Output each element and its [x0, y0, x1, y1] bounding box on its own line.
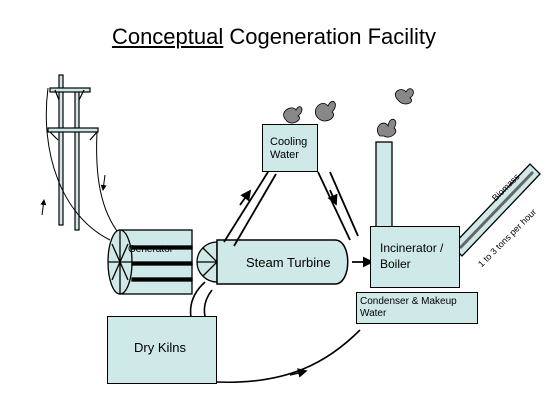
- condenser-label: Condenser & Makeup Water: [360, 296, 457, 319]
- dry-kilns-box: [107, 316, 217, 384]
- dry-kilns-label: Dry Kilns: [134, 340, 187, 355]
- generator-label: Generator: [128, 244, 174, 255]
- steam-turbine-label: Steam Turbine: [246, 255, 331, 270]
- transmission-lines: [40, 87, 121, 241]
- steam-turbine-body: [216, 239, 349, 285]
- incinerator-box: [370, 226, 460, 288]
- generator-icon: [107, 229, 193, 295]
- power-pole-icon: [47, 74, 99, 231]
- title-underlined: Conceptual: [111, 24, 224, 49]
- cooling-water-box: [262, 124, 318, 172]
- title-rest: Cogeneration Facility: [223, 24, 437, 49]
- smoke-icon: [283, 88, 414, 138]
- page-title: Conceptual Cogeneration Facility: [0, 24, 548, 50]
- cooling-water-label: Cooling Water: [270, 136, 308, 161]
- condenser-box: [356, 292, 478, 324]
- incinerator-label: Incinerator / Boiler: [380, 241, 444, 271]
- smokestack: [375, 141, 393, 235]
- steam-pipes: [223, 171, 359, 247]
